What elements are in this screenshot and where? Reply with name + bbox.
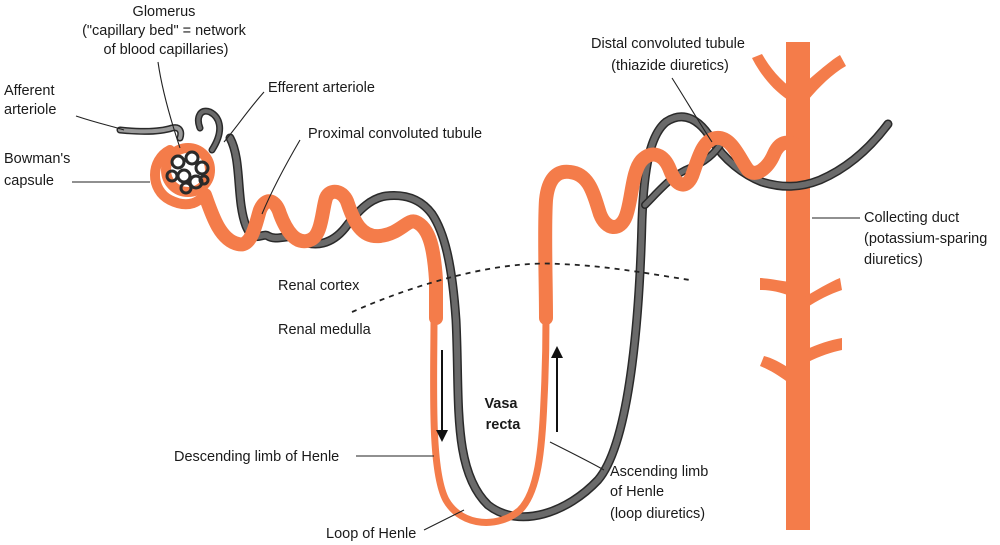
efferent-vessel <box>194 107 224 154</box>
renal-cortex-label: Renal cortex <box>278 278 360 294</box>
leader-lines <box>72 61 860 531</box>
glomerulus-tuft <box>161 143 215 197</box>
afferent-arteriole-label: Afferent arteriole <box>4 83 59 118</box>
glomerus-label: Glomerus ("capillary bed" = network of b… <box>82 4 250 58</box>
cortex-medulla-boundary <box>351 262 691 313</box>
descending-limb-label: Descending limb of Henle <box>174 449 339 465</box>
ascending-flow-arrow <box>551 346 563 432</box>
labels: Glomerus ("capillary bed" = network of b… <box>4 4 991 542</box>
loop-of-henle-label: Loop of Henle <box>326 526 416 542</box>
distal-convoluted-tubule-label: Distal convoluted tubule (thiazide diure… <box>591 36 749 74</box>
descending-flow-arrow <box>436 350 448 442</box>
proximal-convoluted-tubule-label: Proximal convoluted tubule <box>308 126 482 142</box>
efferent-arteriole-label: Efferent arteriole <box>268 80 375 96</box>
ascending-limb-label: Ascending limb of Henle (loop diuretics) <box>610 464 712 522</box>
renal-tubule <box>150 131 807 526</box>
vasa-recta-label: Vasa recta <box>484 396 521 433</box>
bowmans-capsule-label: Bowman's capsule <box>4 151 74 189</box>
collecting-duct-label: Collecting duct (potassium-sparing diure… <box>864 210 991 268</box>
afferent-arteriole-vessel <box>116 124 185 142</box>
collecting-duct <box>752 42 846 530</box>
renal-medulla-label: Renal medulla <box>278 322 372 338</box>
